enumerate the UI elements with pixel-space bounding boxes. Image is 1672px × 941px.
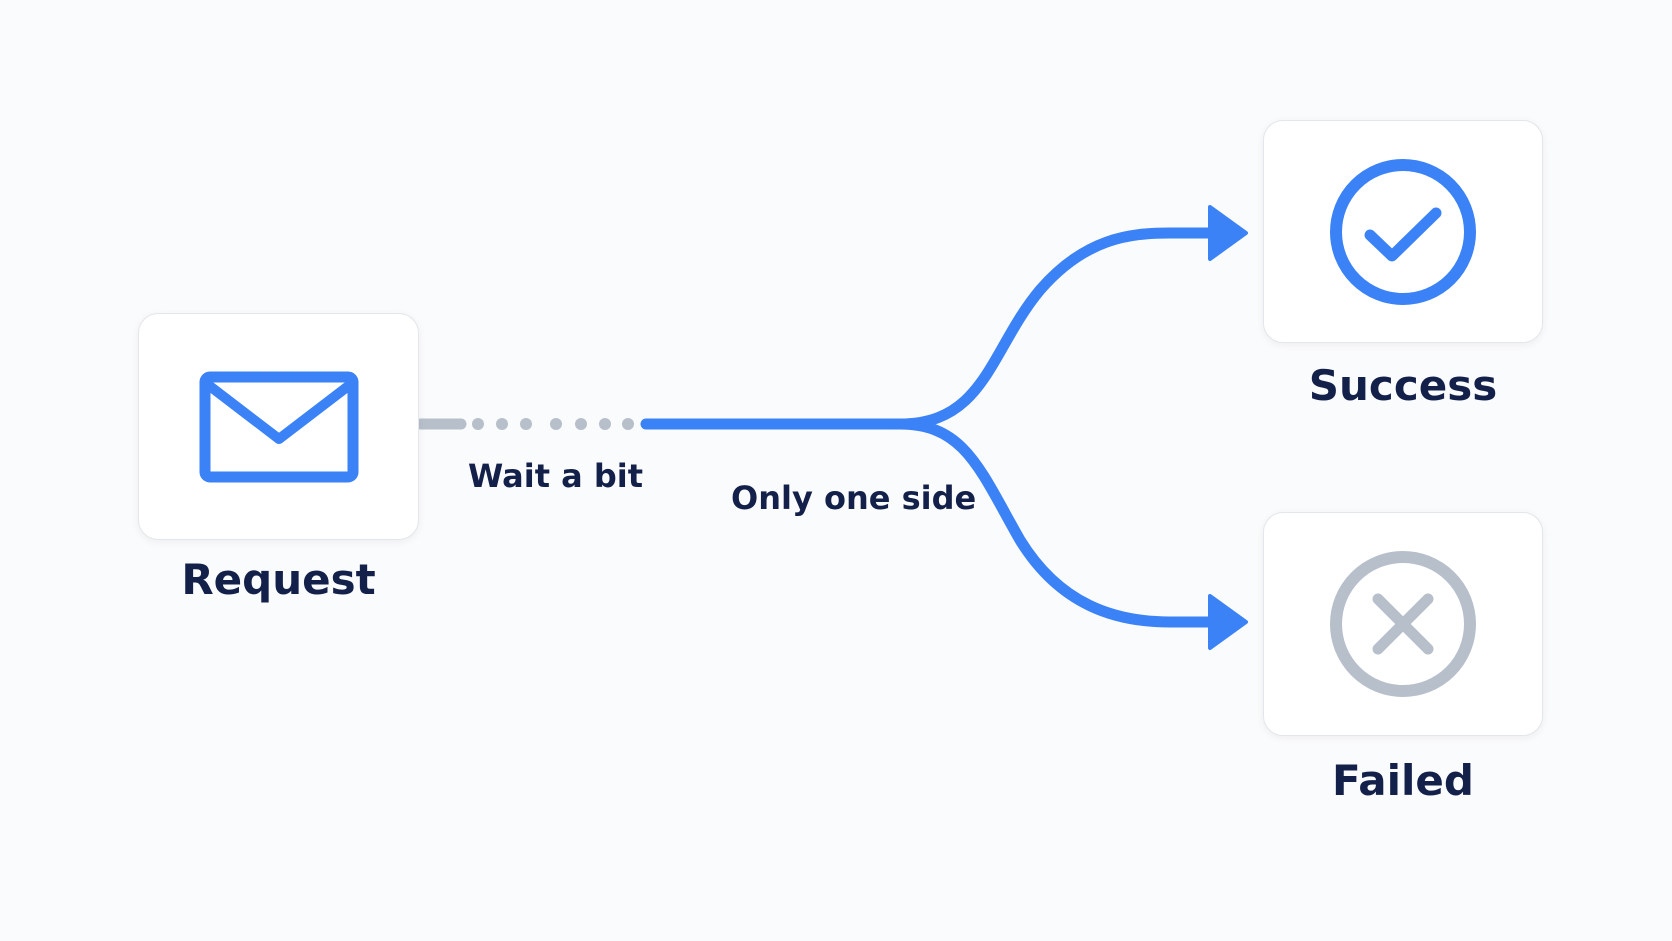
success-node: [1263, 120, 1543, 343]
wait-connector: [415, 418, 634, 430]
request-node: [138, 313, 419, 540]
request-label: Request: [181, 555, 376, 604]
success-label: Success: [1308, 361, 1498, 410]
check-circle-icon: [1330, 158, 1476, 305]
failed-arrowhead: [1208, 594, 1248, 650]
failed-label: Failed: [1332, 756, 1474, 805]
branch-edge-label: Only one side: [731, 479, 977, 517]
branch-to-failed: [894, 418, 1219, 628]
wait-edge-label: Wait a bit: [468, 457, 644, 495]
x-circle-icon: [1330, 551, 1476, 697]
branch-to-success: [894, 227, 1219, 430]
envelope-icon: [199, 371, 358, 482]
failed-node: [1263, 512, 1543, 736]
success-arrowhead: [1208, 205, 1248, 261]
